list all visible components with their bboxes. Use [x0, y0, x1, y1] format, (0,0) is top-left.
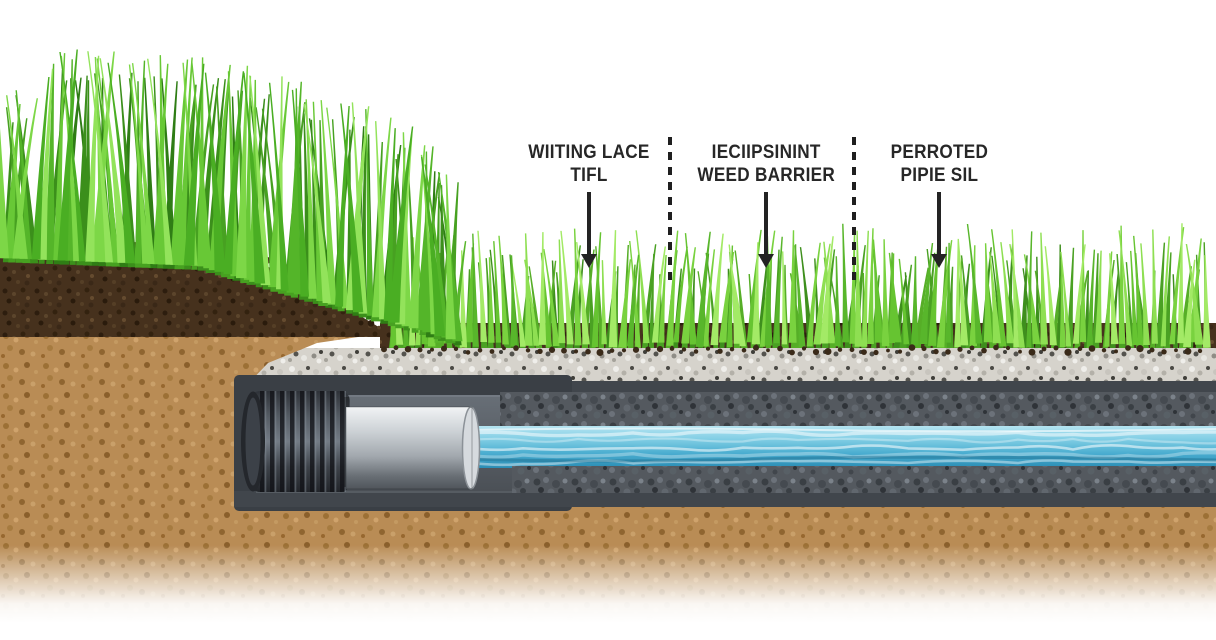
drain-pipe — [345, 406, 481, 490]
water-flow — [446, 426, 1216, 468]
drain-gravel-lower — [512, 466, 1216, 493]
corrugated-coupling — [241, 391, 350, 492]
tall-grass-tuft — [0, 49, 463, 346]
lawn-grass — [388, 223, 1211, 348]
drain-gravel-upper — [500, 392, 1216, 429]
bottom-fade — [0, 545, 1216, 640]
